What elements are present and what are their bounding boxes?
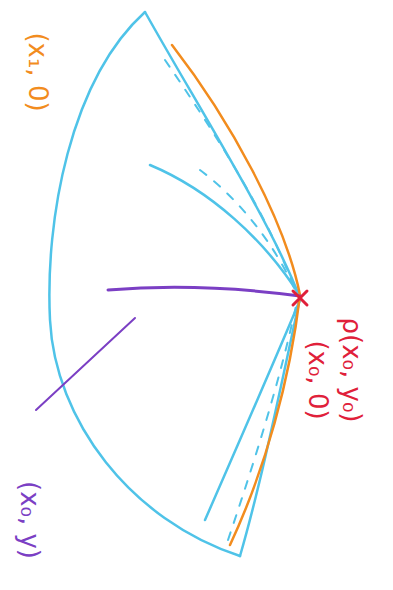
point-mark [293,291,307,305]
dashed-line [228,306,296,540]
inner-line [150,165,300,296]
point-label: (x₁, 0) [25,32,51,111]
dashed-line [165,60,295,290]
inner-line [205,300,300,520]
disc-arc [49,12,240,556]
leader-line [36,318,135,410]
purple-curve [108,288,300,296]
disc-edge-top [145,12,300,298]
point-label: ρ(x₀, y₀) [339,318,365,423]
disc-edge-bottom [240,298,300,556]
point-label: (x₀, 0) [305,340,331,419]
point-label: (x₀, y) [17,481,43,559]
